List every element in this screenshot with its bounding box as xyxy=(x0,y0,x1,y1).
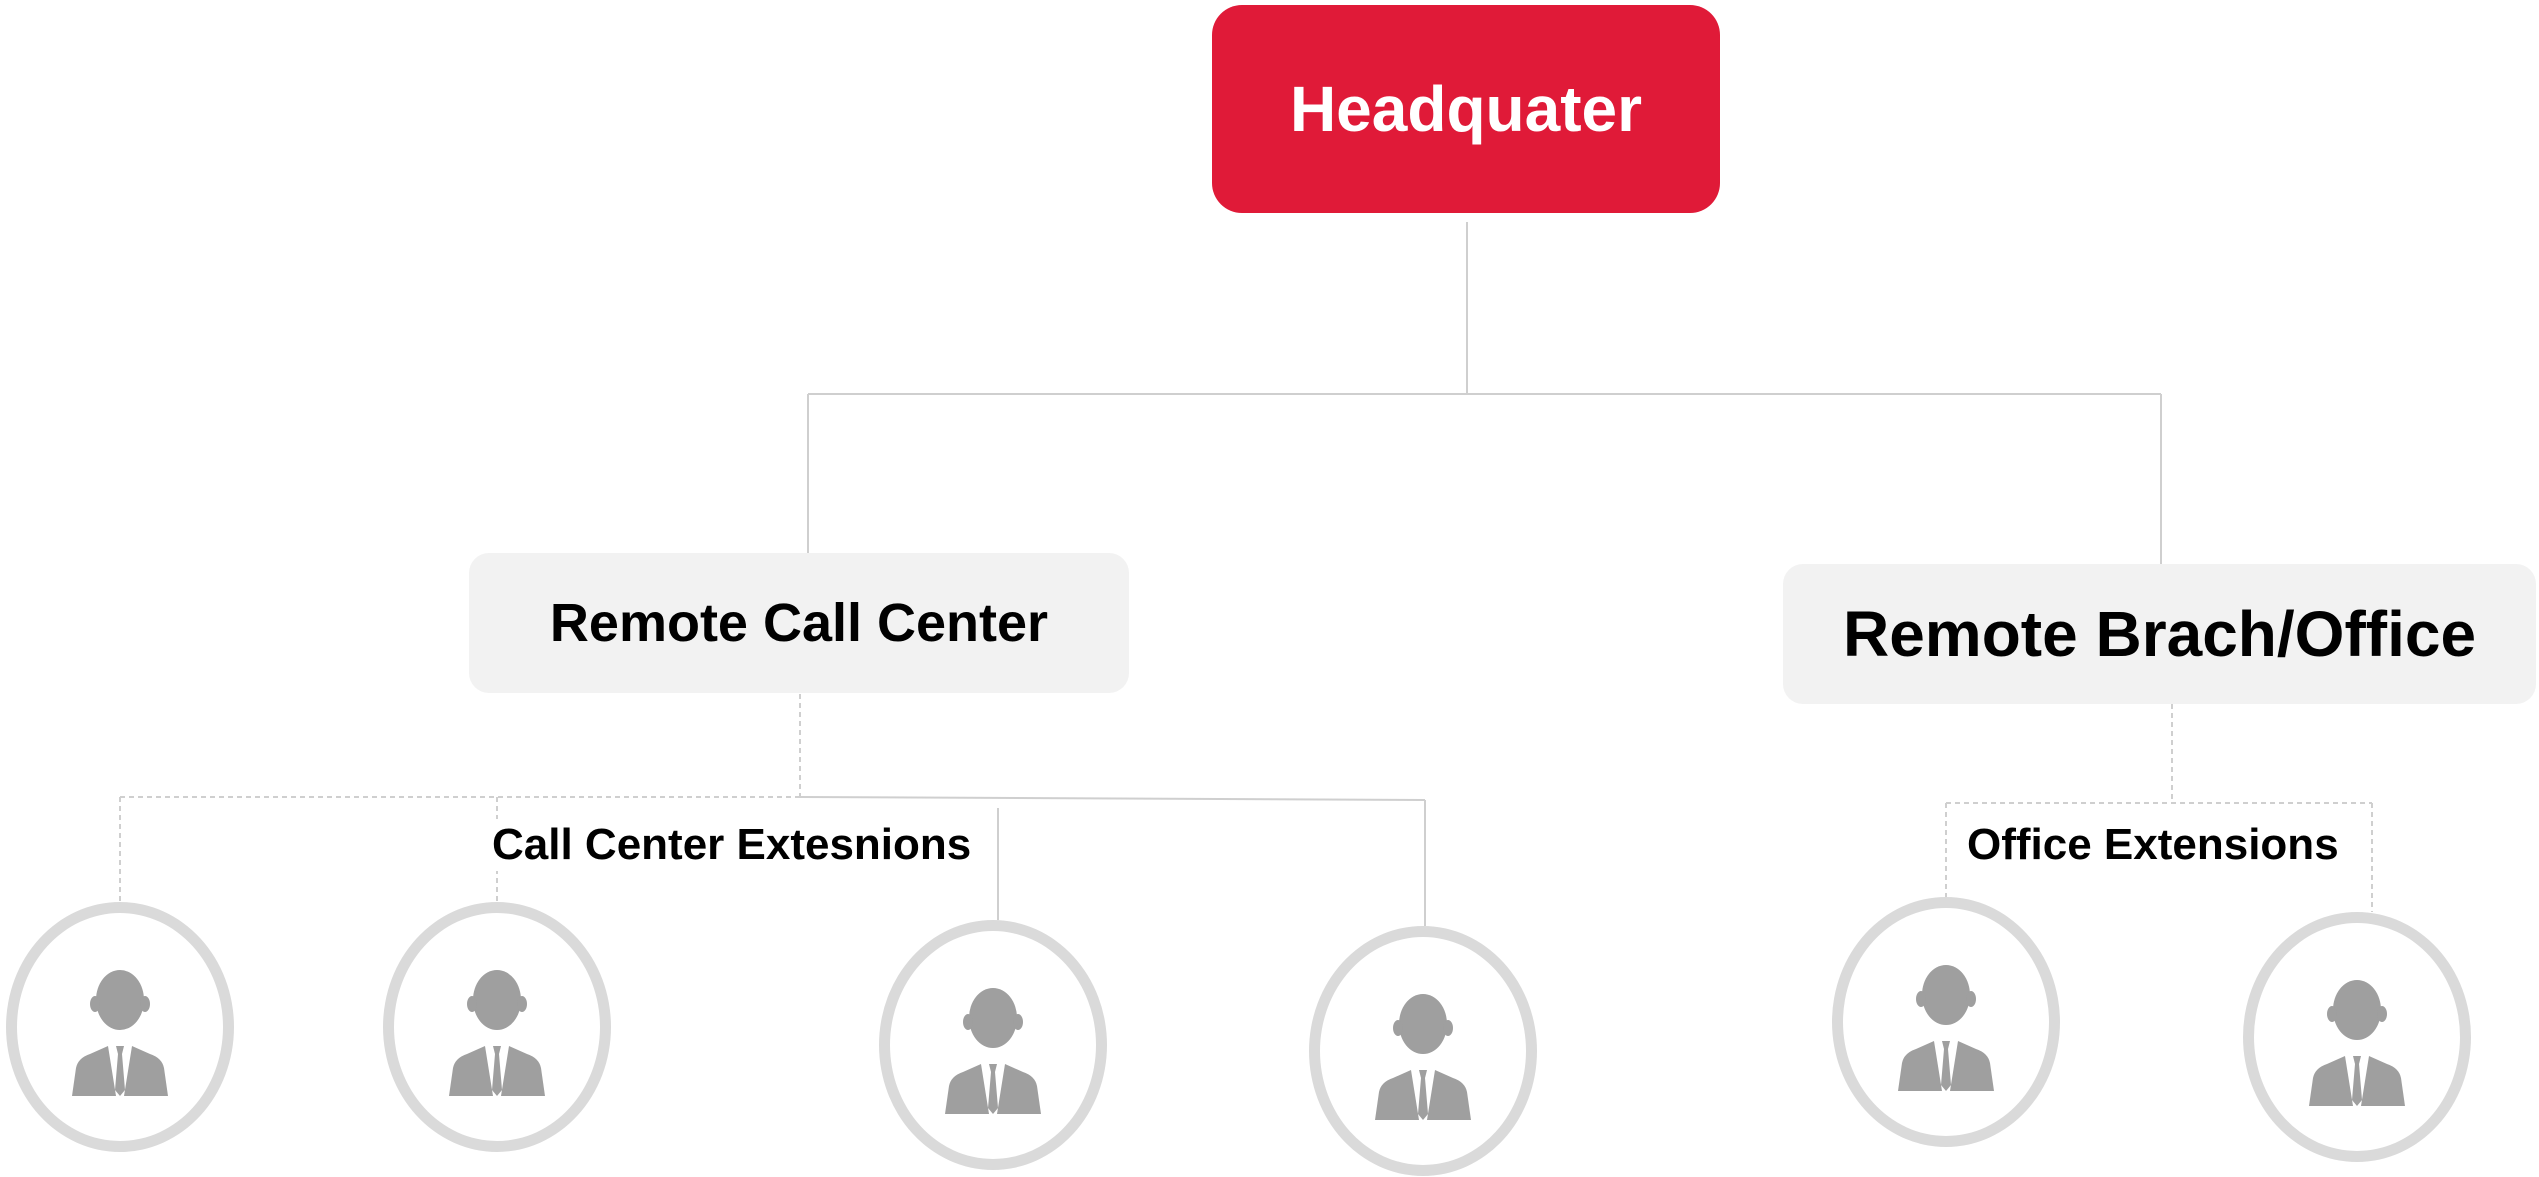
remote-call-center-node: Remote Call Center xyxy=(469,553,1129,693)
remote-branch-office-node: Remote Brach/Office xyxy=(1783,564,2536,704)
person-icon xyxy=(1898,965,1994,1091)
extension-avatar xyxy=(383,902,611,1152)
person-icon xyxy=(1375,994,1471,1120)
person-icon xyxy=(449,970,545,1096)
headquarter-node: Headquater xyxy=(1212,5,1720,213)
extension-avatar xyxy=(1309,926,1537,1176)
call-center-extensions-label: Call Center Extesnions xyxy=(488,819,976,871)
person-icon xyxy=(945,988,1041,1114)
office-extensions-label: Office Extensions xyxy=(1963,819,2343,871)
extension-avatar xyxy=(879,920,1107,1170)
person-icon xyxy=(72,970,168,1096)
person-icon xyxy=(2309,980,2405,1106)
extension-avatar xyxy=(6,902,234,1152)
extension-avatar xyxy=(1832,897,2060,1147)
extension-avatar xyxy=(2243,912,2471,1162)
